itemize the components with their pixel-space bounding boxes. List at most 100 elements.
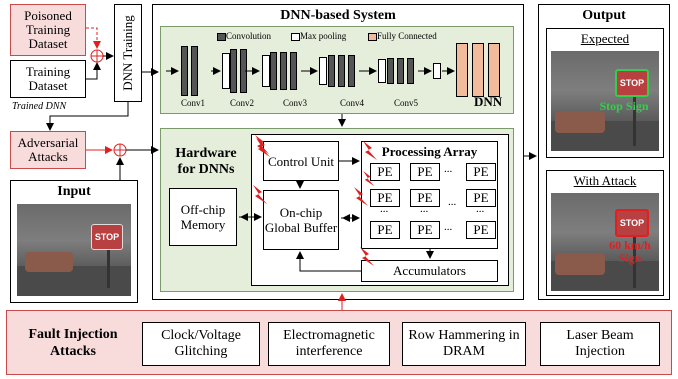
input-stop-text: STOP [94, 232, 120, 242]
fault-item-clock: Clock/Voltage Glitching [142, 322, 260, 366]
conv4-label: Conv4 [340, 98, 365, 108]
pe-ellipsis: ... [380, 203, 389, 215]
adversarial-attacks-box: Adversarial Attacks [10, 131, 86, 169]
accumulators-to-buffer [296, 251, 361, 272]
pe-ellipsis: ... [444, 163, 453, 175]
conv-block [387, 58, 394, 84]
legend-conv-label: Convolution [226, 31, 272, 41]
legend-conv-swatch [217, 33, 226, 41]
maxpool-block [319, 57, 327, 85]
fault-item-rowhammer-label: Row Hammering in DRAM [408, 328, 520, 359]
processing-array-title: Processing Array [381, 144, 478, 159]
offchip-memory-box: Off-chip Memory [169, 188, 237, 246]
pe-cell: PE [410, 221, 440, 239]
input-stop-sign: STOP [91, 224, 123, 250]
pe-ellipsis: ... [448, 196, 457, 208]
expected-photo: STOP Stop Sign [551, 51, 659, 151]
offchip-memory-label: Off-chip Memory [180, 202, 226, 232]
dnn-system-title: DNN-based System [280, 8, 396, 23]
conv-block [407, 58, 414, 84]
legend-pool-swatch [291, 33, 300, 41]
fault-item-laser: Laser Beam Injection [540, 322, 660, 366]
output-title: Output [582, 8, 626, 23]
fault-item-em: Electromagnetic interference [268, 322, 390, 366]
dataset-to-plus [86, 62, 101, 80]
legend-fc-swatch [368, 33, 377, 41]
conv-block [328, 55, 335, 87]
conv3-label: Conv3 [283, 98, 308, 108]
control-unit-box: Control Unit [263, 141, 339, 181]
expected-stop-text: STOP [619, 78, 645, 88]
accumulators-box: Accumulators [361, 260, 498, 282]
fault-item-laser-label: Laser Beam Injection [566, 328, 634, 359]
conv-block [348, 55, 355, 87]
maxpool-block [222, 53, 230, 89]
maxpool-block [262, 55, 270, 87]
pe-cell: PE [410, 163, 440, 181]
expected-prediction: Stop Sign [599, 99, 649, 113]
poisoned-dataset-box: Poisoned Training Dataset [10, 4, 86, 56]
pe-cell: PE [466, 189, 496, 207]
lightning-icon-accumulators [360, 247, 374, 266]
hardware-title: Hardware for DNNs [175, 146, 237, 177]
lightning-icon-array [363, 141, 377, 160]
maxpool-block [378, 59, 386, 83]
accumulators-label: Accumulators [393, 263, 466, 278]
global-buffer-box: On-chip Global Buffer [263, 190, 339, 250]
lightning-icon-control [255, 135, 269, 154]
poisoned-dataset-label: Poisoned Training Dataset [24, 8, 72, 51]
input-panel: Input STOP [10, 180, 138, 303]
attack-stop-sign: STOP [615, 209, 649, 237]
conv-block [181, 46, 188, 96]
training-dataset-label: Training Dataset [25, 64, 71, 93]
fault-item-clock-label: Clock/Voltage Glitching [161, 328, 241, 359]
lightning-icon-offchip [253, 185, 267, 204]
pe-cell: PE [466, 163, 496, 181]
conv-block [230, 49, 237, 93]
conv-block [191, 46, 198, 96]
fc-block [456, 43, 468, 97]
attack-prediction: 60 km/h Sign [609, 238, 651, 265]
fault-injection-title: Fault Injection Attacks [28, 327, 118, 359]
legend-fc-label: Fully Connected [377, 31, 437, 41]
global-buffer-label: On-chip Global Buffer [264, 205, 338, 235]
conv-block [290, 52, 297, 90]
dnn-training-box: DNN Training [114, 4, 142, 102]
legend-pool-label: Max pooling [300, 31, 347, 41]
attack-stop-text: STOP [619, 218, 645, 228]
maxpool-block [433, 63, 441, 79]
pe-ellipsis: ... [444, 221, 453, 233]
attack-panel: With Attack STOP 60 km/h Sign [546, 170, 664, 296]
input-photo: STOP [17, 204, 131, 296]
pe-cell: PE [370, 163, 400, 181]
lightning-icon-buffer [354, 187, 368, 206]
pe-cell: PE [410, 189, 440, 207]
trained-dnn-label: Trained DNN [12, 101, 67, 112]
expected-title: Expected [580, 31, 630, 46]
pe-cell: PE [370, 221, 400, 239]
conv1-label: Conv1 [181, 98, 206, 108]
input-title: Input [57, 184, 91, 199]
fc-block [488, 43, 500, 97]
conv-block [280, 52, 287, 90]
dnn-label: DNN [474, 94, 503, 109]
expected-stop-sign: STOP [615, 69, 649, 97]
attack-title: With Attack [573, 173, 637, 188]
conv2-label: Conv2 [230, 98, 255, 108]
lightning-icon-pe [363, 171, 375, 187]
pe-ellipsis: ... [476, 203, 485, 215]
conv5-label: Conv5 [394, 98, 419, 108]
adversarial-attacks-label: Adversarial Attacks [17, 135, 79, 164]
poison-arrow [86, 27, 101, 49]
fc-block [472, 43, 484, 97]
attack-photo: STOP 60 km/h Sign [551, 193, 659, 291]
conv-block [338, 55, 345, 87]
control-unit-label: Control Unit [267, 153, 335, 169]
training-dataset-box: Training Dataset [10, 60, 86, 98]
trained-dnn-arrow [46, 102, 129, 131]
pe-ellipsis: ... [420, 203, 429, 215]
pe-cell: PE [466, 221, 496, 239]
lightning-icon-hardware [256, 138, 270, 157]
expected-panel: Expected STOP Stop Sign [546, 28, 664, 158]
